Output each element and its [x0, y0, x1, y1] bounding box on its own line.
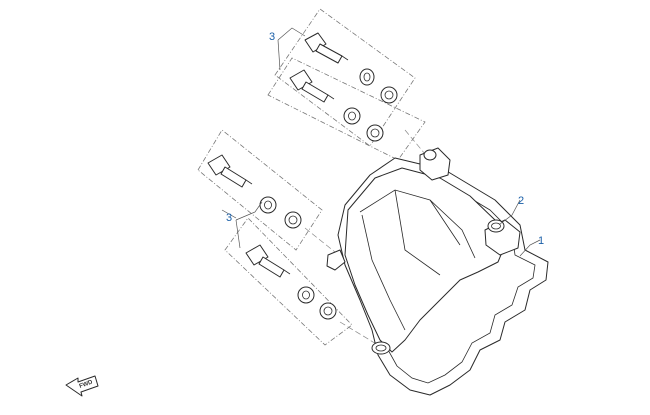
callout-3-top: 3	[269, 31, 275, 43]
callout-3-bottom: 3	[226, 212, 232, 224]
callout-leaders	[221, 27, 541, 257]
bolt-kit-bottom-2	[245, 244, 337, 320]
valve-cover	[326, 147, 549, 396]
kit-frame-top	[267, 8, 426, 161]
callout-2: 2	[518, 195, 524, 207]
grommet-lower	[371, 341, 391, 355]
bolt-kit-bottom-1	[207, 154, 302, 229]
bolt-kit-top-2	[289, 69, 384, 142]
kit-frame-bottom	[197, 129, 353, 346]
bolt-kit-top-1	[304, 32, 398, 104]
fwd-arrow-icon: FWD	[65, 375, 99, 397]
grommet-upper	[487, 219, 505, 233]
fwd-label: FWD	[79, 379, 95, 390]
callout-1: 1	[538, 235, 544, 247]
